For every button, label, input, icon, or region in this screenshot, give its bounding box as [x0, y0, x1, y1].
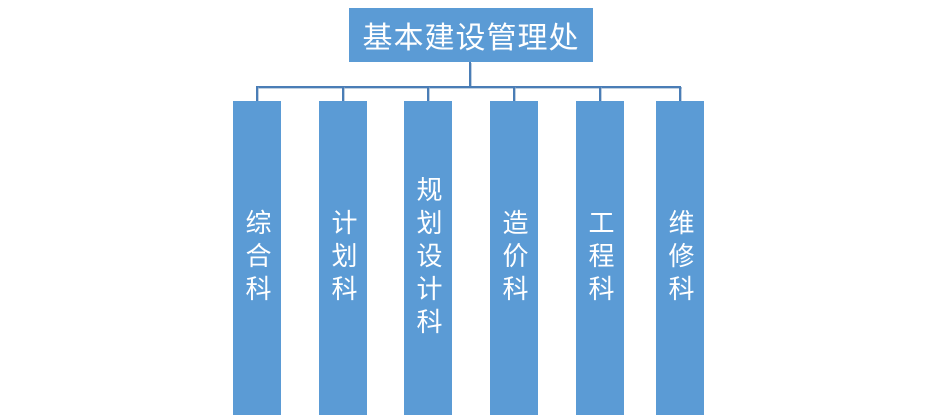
org-chart-root-node: 基本建设管理处	[349, 8, 593, 62]
dept-node-label: 造价科	[499, 208, 529, 308]
connector-root-stub	[469, 62, 471, 87]
connector-drop-2	[342, 86, 344, 102]
org-chart-dept-node: 维修科	[656, 101, 704, 415]
org-chart-dept-node: 综合科	[233, 101, 281, 415]
dept-node-label: 计划科	[328, 208, 358, 308]
org-chart-dept-node: 规划设计科	[404, 101, 452, 415]
connector-drop-1	[256, 86, 258, 102]
org-chart-dept-node: 造价科	[490, 101, 538, 415]
connector-drop-5	[599, 86, 601, 102]
dept-node-label: 工程科	[585, 208, 615, 308]
root-node-label: 基本建设管理处	[362, 22, 580, 55]
dept-node-label: 规划设计科	[413, 175, 443, 341]
org-chart-dept-node: 计划科	[319, 101, 367, 415]
org-chart-dept-node: 工程科	[576, 101, 624, 415]
connector-drop-6	[679, 86, 681, 102]
connector-crossbar	[256, 86, 681, 88]
dept-node-label: 维修科	[665, 208, 695, 308]
dept-node-label: 综合科	[242, 208, 272, 308]
connector-drop-3	[427, 86, 429, 102]
connector-drop-4	[513, 86, 515, 102]
